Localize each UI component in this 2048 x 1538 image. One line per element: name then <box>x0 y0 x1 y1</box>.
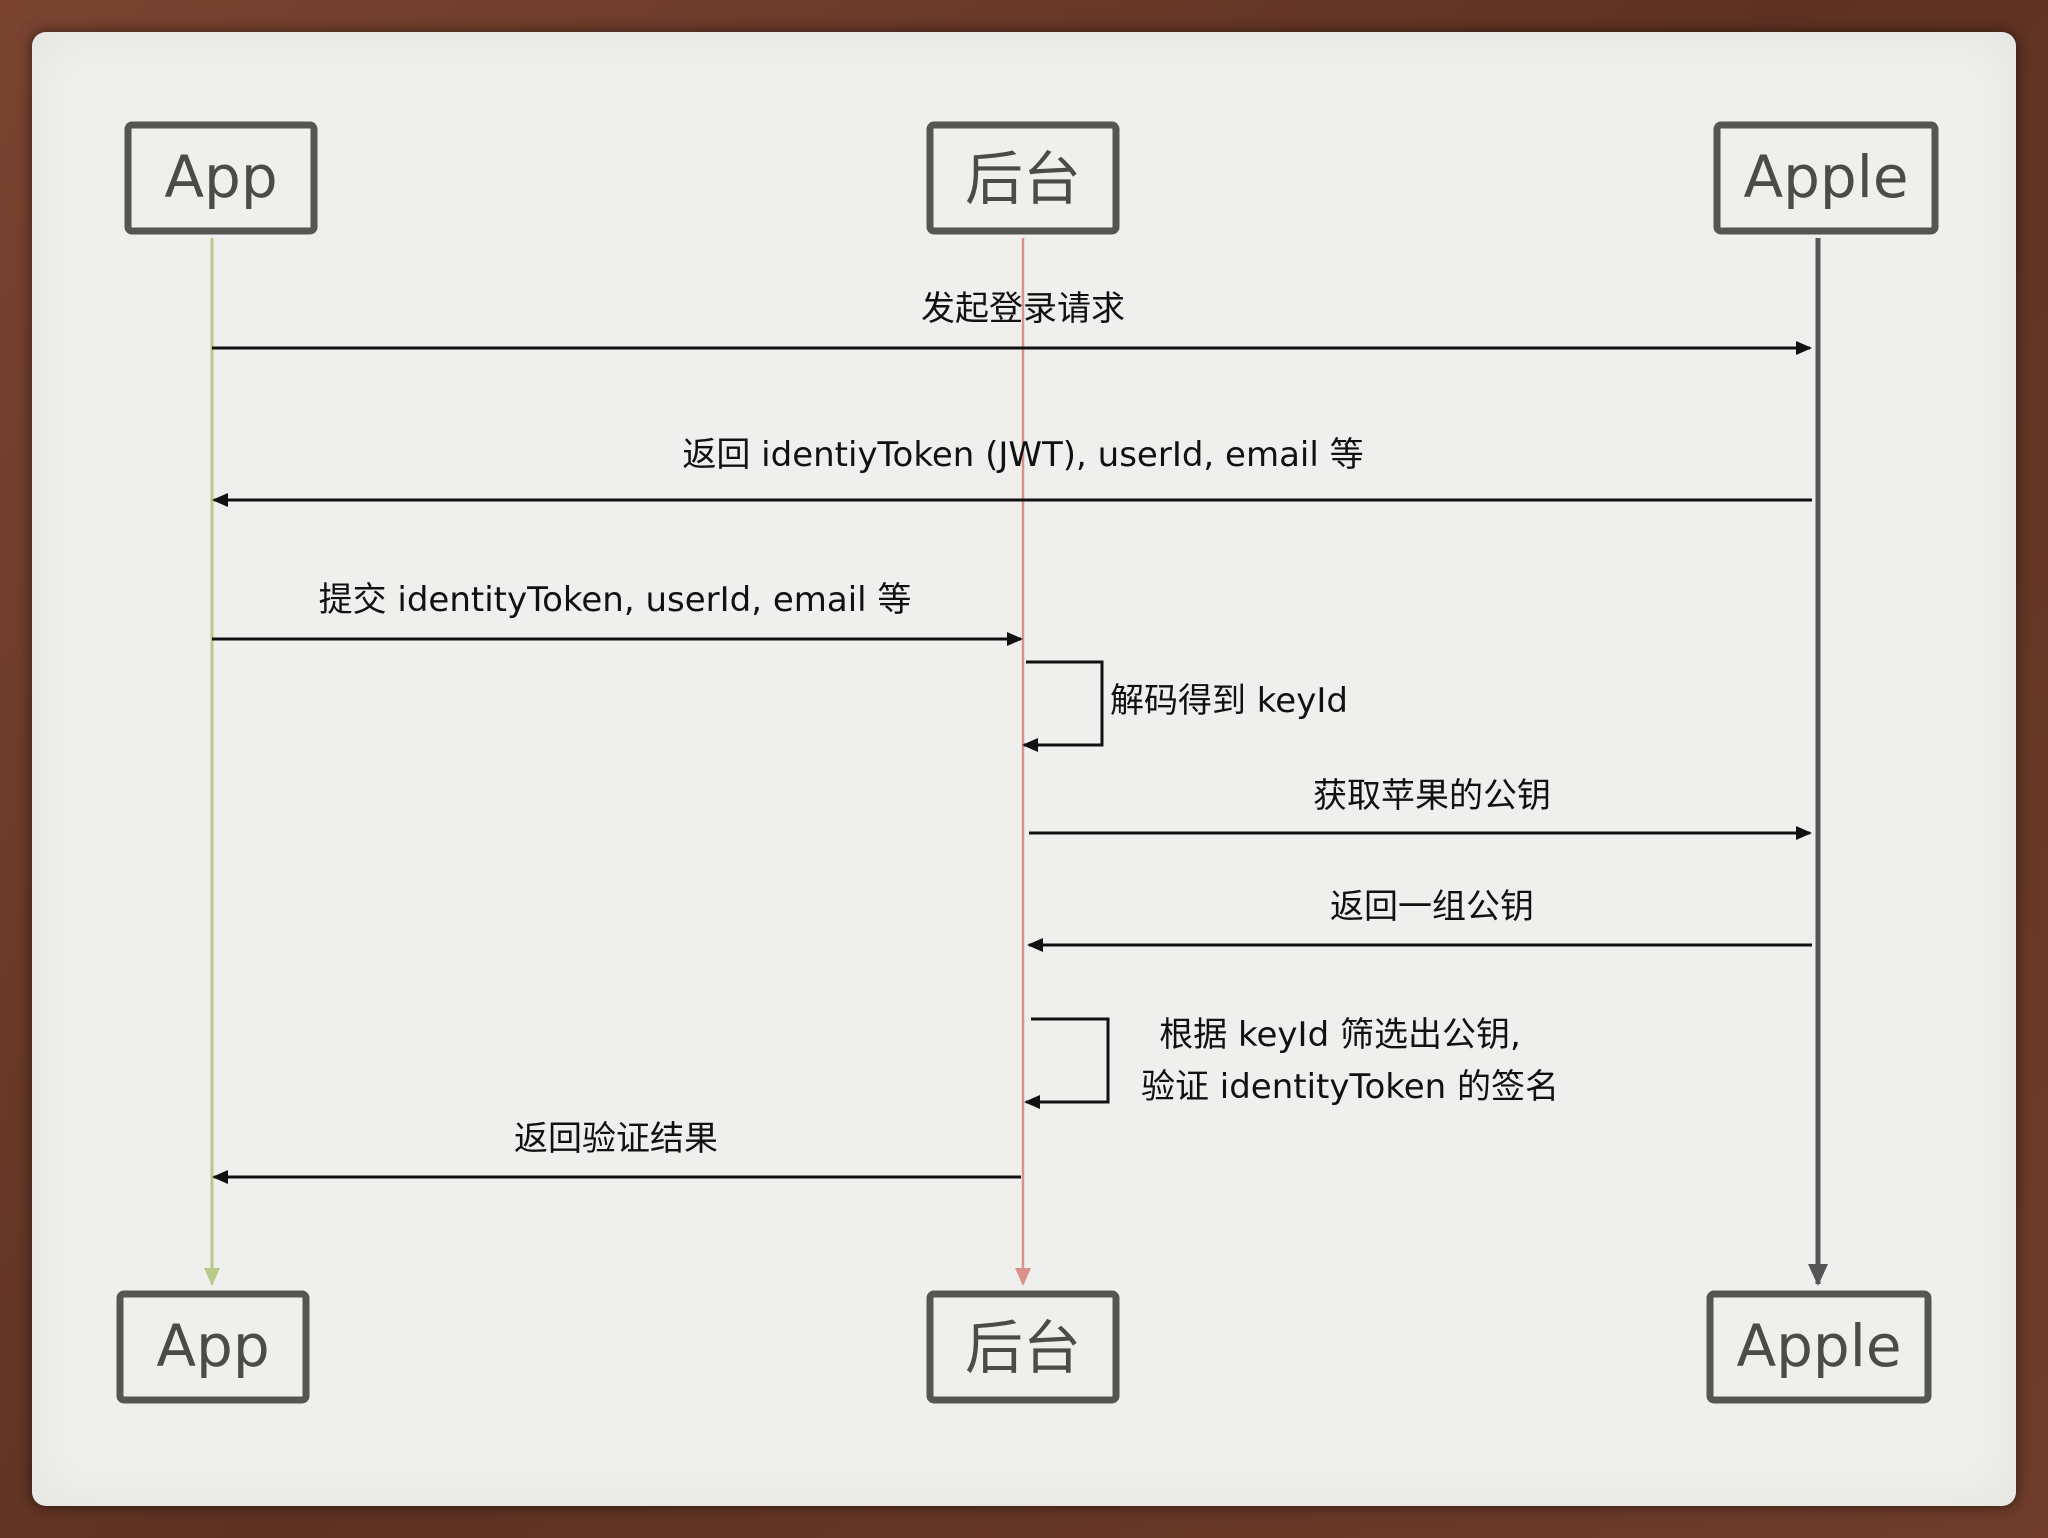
participant-apple-top: Apple <box>1713 121 1939 235</box>
message-8-label: 返回验证结果 <box>514 1119 718 1159</box>
participant-app-bottom: App <box>116 1290 310 1404</box>
message-4-label: 解码得到 keyId <box>1110 681 1348 721</box>
participant-app-label: App <box>164 143 277 211</box>
message-4-self-arrow <box>1022 660 1104 752</box>
participant-backend-top: 后台 <box>926 121 1120 235</box>
participant-backend-label: 后台 <box>965 145 1081 213</box>
participant-app-label-bottom: App <box>156 1312 269 1380</box>
participant-backend-bottom: 后台 <box>926 1290 1120 1404</box>
participant-backend-label-bottom: 后台 <box>965 1314 1081 1382</box>
participant-app-top: App <box>124 121 318 235</box>
message-2-label: 返回 identiyToken (JWT), userId, email 等 <box>682 435 1363 475</box>
participant-apple-bottom: Apple <box>1706 1290 1932 1404</box>
message-7-self-arrow <box>1024 1017 1110 1109</box>
participant-apple-label-bottom: Apple <box>1736 1312 1901 1380</box>
message-3-label: 提交 identityToken, userId, email 等 <box>319 580 912 620</box>
message-6-label: 返回一组公钥 <box>1330 887 1534 927</box>
message-1-label: 发起登录请求 <box>921 289 1125 329</box>
message-7-label-line2: 验证 identityToken 的签名 <box>1141 1067 1559 1107</box>
message-5-label: 获取苹果的公钥 <box>1313 776 1551 816</box>
participant-apple-label: Apple <box>1743 143 1908 211</box>
message-7-label-line1: 根据 keyId 筛选出公钥, <box>1159 1015 1521 1055</box>
